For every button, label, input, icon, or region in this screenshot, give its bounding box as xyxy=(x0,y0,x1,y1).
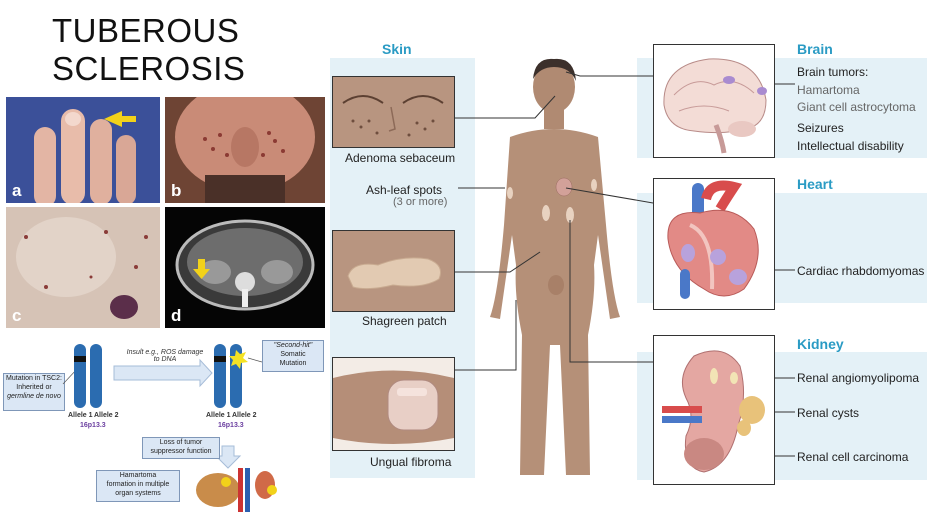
skin-header: Skin xyxy=(382,41,412,57)
face-illustration xyxy=(165,97,325,203)
insult-line-1: Insult e.g., ROS damage xyxy=(126,349,204,356)
rhabdomyoma-label: Cardiac rhabdomyomas xyxy=(797,264,925,278)
photo-a-fingers: a xyxy=(6,97,160,203)
allele1-right: Allele 1 xyxy=(206,412,231,419)
brain-image-box xyxy=(653,44,775,158)
hamartoma-box: Hamartoma formation in multiple organ sy… xyxy=(96,470,180,502)
photo-c-skin: c xyxy=(6,207,160,328)
second-hit-line-3: Mutation xyxy=(279,360,307,367)
toe-nail-illustration xyxy=(333,358,454,450)
astrocytoma-label: Giant cell astrocytoma xyxy=(797,100,916,114)
brain-tumors-label: Brain tumors: xyxy=(797,65,869,79)
allele1-left: Allele 1 xyxy=(68,412,93,419)
second-hit-box: "Second-hit" Somatic Mutation xyxy=(262,340,324,372)
shagreen-patch-illustration xyxy=(333,231,454,311)
heart-header: Heart xyxy=(797,176,833,192)
kidney-image-box xyxy=(653,335,775,485)
mutation-line-2: Inherited or xyxy=(16,384,52,391)
loss-line-1: Loss of tumor xyxy=(159,439,203,446)
hamartoma-line-2: formation in multiple xyxy=(106,481,170,488)
adenoma-label: Adenoma sebaceum xyxy=(345,151,456,165)
kidney-illustration xyxy=(654,336,774,484)
locus-left: 16p13.3 xyxy=(80,422,106,429)
seizures-label: Seizures xyxy=(797,121,844,135)
face-closeup-illustration xyxy=(333,77,454,147)
heart-illustration xyxy=(654,179,774,309)
pathway-diagram: Mutation in TSC2: Inherited or germline … xyxy=(0,330,330,519)
title-line-2: SCLEROSIS xyxy=(52,50,246,87)
photo-label-c: c xyxy=(12,306,22,325)
brain-illustration xyxy=(654,45,774,157)
mutation-box: Mutation in TSC2: Inherited or germline … xyxy=(3,373,65,411)
second-hit-line-1: "Second-hit" xyxy=(273,342,313,349)
disability-label: Intellectual disability xyxy=(797,139,904,153)
brain-header: Brain xyxy=(797,41,833,57)
allele2-left: Allele 2 xyxy=(94,412,119,419)
heart-image-box xyxy=(653,178,775,310)
hamartoma-line-3: organ systems xyxy=(115,490,161,497)
title-line-1: TUBEROUS xyxy=(52,12,240,49)
page-title: TUBEROUS SCLEROSIS xyxy=(52,12,245,88)
cysts-label: Renal cysts xyxy=(797,406,860,420)
ct-scan-illustration xyxy=(165,207,325,328)
mutation-line-1: Mutation in TSC2: xyxy=(6,375,62,382)
human-body-illustration xyxy=(490,58,620,475)
photo-label-d: d xyxy=(171,306,182,325)
ungual-label: Ungual fibroma xyxy=(370,455,452,469)
rcc-label: Renal cell carcinoma xyxy=(797,450,909,464)
shagreen-label: Shagreen patch xyxy=(362,314,447,328)
ungual-image-box xyxy=(332,357,455,451)
locus-right: 16p13.3 xyxy=(218,422,244,429)
insult-line-2: to DNA xyxy=(153,356,177,363)
skin-illustration xyxy=(6,207,160,328)
adenoma-image-box xyxy=(332,76,455,148)
photo-label-b: b xyxy=(171,181,182,200)
shagreen-image-box xyxy=(332,230,455,312)
allele2-right: Allele 2 xyxy=(232,412,257,419)
kidney-header: Kidney xyxy=(797,336,844,352)
photo-d-ct-scan: d xyxy=(165,207,325,328)
ashleaf-note: (3 or more) xyxy=(393,196,448,208)
photo-label-a: a xyxy=(12,181,22,200)
ashleaf-label: Ash-leaf spots xyxy=(366,183,443,197)
loss-line-2: suppressor function xyxy=(150,448,212,455)
loss-box: Loss of tumor suppressor function xyxy=(142,437,220,459)
fingers-illustration xyxy=(6,97,160,203)
photo-b-face: b xyxy=(165,97,325,203)
aml-label: Renal angiomyolipoma xyxy=(797,371,920,385)
hamartoma-line-1: Hamartoma xyxy=(119,472,157,479)
insult-text: Insult e.g., ROS damage to DNA xyxy=(120,349,210,363)
hamartoma-label: Hamartoma xyxy=(797,83,860,97)
mutation-line-3: germline de novo xyxy=(7,393,61,400)
second-hit-line-2: Somatic xyxy=(280,351,306,358)
pathway-graphics xyxy=(62,344,277,512)
